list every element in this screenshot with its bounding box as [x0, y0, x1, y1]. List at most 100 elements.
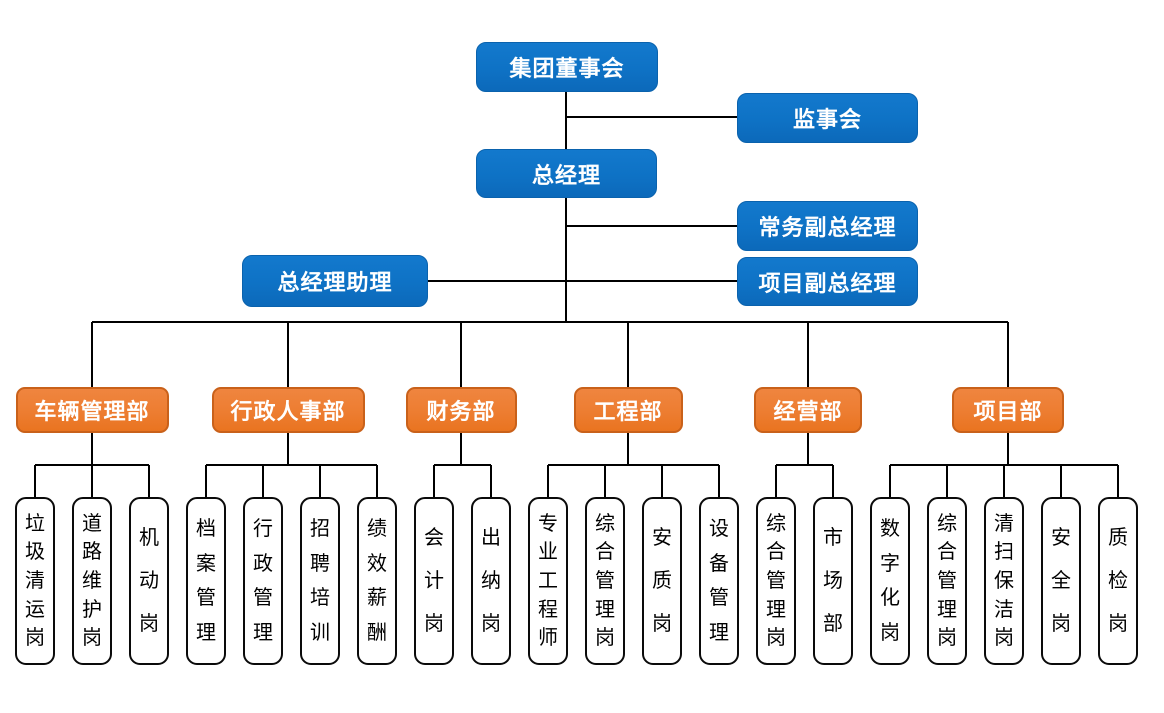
board-node: 集团董事会 — [476, 42, 658, 92]
project-deputy-gm-label: 项目副总经理 — [758, 270, 897, 296]
connector-line — [775, 465, 777, 497]
position-node: 行政管理 — [243, 497, 283, 665]
supervisory-board-node: 监事会 — [737, 93, 918, 143]
position-label-char: 案 — [196, 552, 216, 575]
department-node: 财务部 — [405, 387, 517, 433]
position-label-char: 动 — [139, 570, 159, 592]
position-node: 垃圾清运岗 — [15, 497, 55, 665]
position-label-char: 备 — [709, 552, 729, 575]
position-label: 综合管理岗 — [929, 499, 965, 663]
position-label-char: 管 — [196, 587, 216, 610]
position-label-char: 管 — [766, 569, 786, 592]
position-label: 出纳岗 — [473, 499, 509, 663]
position-node: 质检岗 — [1098, 497, 1138, 665]
position-label-char: 合 — [766, 541, 786, 564]
position-label-char: 程 — [538, 598, 558, 621]
supervisory-board-label: 监事会 — [792, 107, 862, 132]
position-label: 行政管理 — [245, 499, 281, 663]
position-label-char: 档 — [196, 518, 216, 541]
position-label-char: 岗 — [424, 613, 444, 635]
connector-line — [34, 465, 36, 497]
position-label-char: 专 — [538, 512, 558, 535]
department-node: 经营部 — [754, 387, 862, 433]
connector-line — [287, 433, 289, 466]
connector-line — [889, 465, 891, 497]
department-label: 工程部 — [593, 399, 663, 424]
position-label-char: 清 — [25, 569, 45, 592]
position-label-char: 部 — [823, 613, 843, 635]
position-label-char: 市 — [823, 527, 843, 549]
position-node: 清扫保洁岗 — [984, 497, 1024, 665]
position-label-char: 岗 — [1051, 613, 1071, 635]
position-label-char: 薪 — [367, 587, 387, 610]
position-label-char: 会 — [424, 527, 444, 549]
position-node: 安质岗 — [642, 497, 682, 665]
position-label: 档案管理 — [188, 499, 224, 663]
position-label-char: 岗 — [766, 627, 786, 650]
position-label-char: 理 — [766, 598, 786, 621]
position-label-char: 保 — [994, 569, 1014, 592]
position-label: 清扫保洁岗 — [986, 499, 1022, 663]
connector-line — [433, 465, 435, 497]
position-node: 机动岗 — [129, 497, 169, 665]
connector-line — [807, 322, 809, 387]
position-label: 招聘培训 — [302, 499, 338, 663]
position-label-char: 合 — [595, 541, 615, 564]
position-node: 会计岗 — [414, 497, 454, 665]
connector-line — [718, 465, 720, 497]
position-label-char: 计 — [424, 570, 444, 592]
position-label: 安全岗 — [1043, 499, 1079, 663]
position-label-char: 岗 — [937, 627, 957, 650]
position-label-char: 化 — [880, 587, 900, 610]
position-label-char: 管 — [253, 587, 273, 610]
position-label-char: 圾 — [25, 541, 45, 564]
position-label: 质检岗 — [1100, 499, 1136, 663]
position-node: 综合管理岗 — [756, 497, 796, 665]
position-label-char: 管 — [709, 587, 729, 610]
position-label-char: 垃 — [25, 512, 45, 535]
position-node: 市场部 — [813, 497, 853, 665]
position-label-char: 岗 — [595, 627, 615, 650]
connector-line — [1007, 322, 1009, 387]
department-label: 经营部 — [773, 399, 843, 424]
connector-line — [566, 225, 737, 227]
position-label-char: 理 — [937, 598, 957, 621]
position-label-char: 场 — [823, 570, 843, 592]
position-label-char: 合 — [937, 541, 957, 564]
connector-line — [627, 322, 629, 387]
connector-line — [91, 465, 93, 497]
position-label-char: 酬 — [367, 621, 387, 644]
department-node: 项目部 — [952, 387, 1064, 433]
connector-line — [148, 465, 150, 497]
position-label: 数字化岗 — [872, 499, 908, 663]
position-label-char: 路 — [82, 541, 102, 564]
gm-assistant-node: 总经理助理 — [242, 255, 428, 307]
connector-line — [205, 465, 207, 497]
connector-line — [262, 465, 264, 497]
position-label: 市场部 — [815, 499, 851, 663]
position-label-char: 岗 — [82, 627, 102, 650]
position-label-char: 机 — [139, 527, 159, 549]
position-label: 专业工程师 — [530, 499, 566, 663]
position-label-char: 纳 — [481, 570, 501, 592]
position-label-char: 招 — [310, 518, 330, 541]
department-node: 车辆管理部 — [15, 387, 169, 433]
position-label-char: 道 — [82, 512, 102, 535]
position-label-char: 岗 — [25, 627, 45, 650]
connector-line — [91, 322, 93, 387]
position-label-char: 岗 — [139, 613, 159, 635]
position-label: 机动岗 — [131, 499, 167, 663]
position-label-char: 安 — [652, 527, 672, 549]
position-label-char: 工 — [538, 569, 558, 592]
department-label: 项目部 — [973, 399, 1043, 424]
general-manager-label: 总经理 — [531, 162, 601, 188]
position-label-char: 管 — [595, 569, 615, 592]
connector-line — [460, 433, 462, 466]
position-label-char: 业 — [538, 541, 558, 564]
position-label-char: 理 — [196, 621, 216, 644]
position-label: 设备管理 — [701, 499, 737, 663]
position-node: 设备管理 — [699, 497, 739, 665]
position-label-char: 行 — [253, 518, 273, 541]
position-label-char: 理 — [595, 598, 615, 621]
position-node: 绩效薪酬 — [357, 497, 397, 665]
